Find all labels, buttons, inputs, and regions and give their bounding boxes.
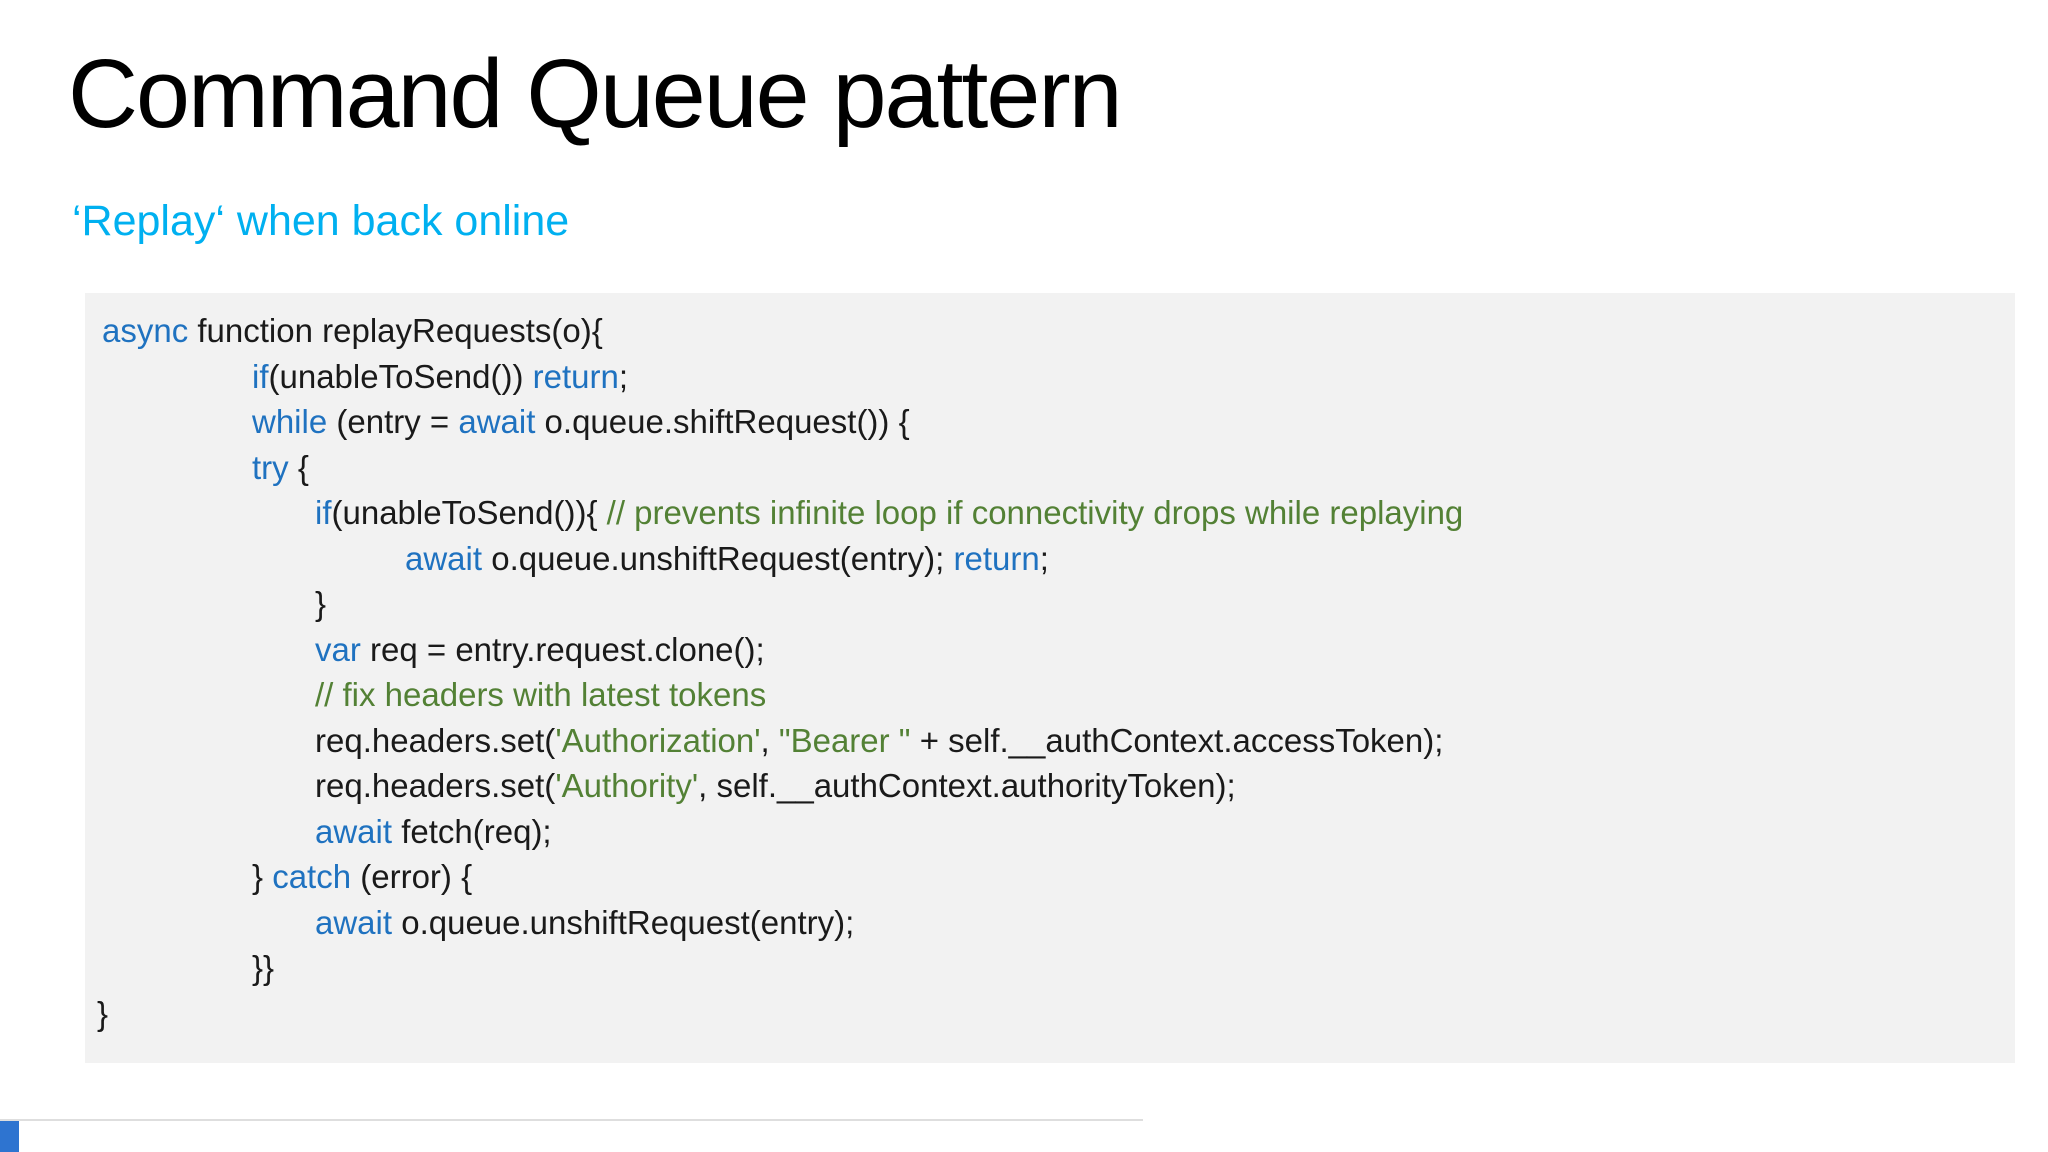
code-line: // fix headers with latest tokens	[85, 672, 2015, 718]
code-token-pl: req = entry.request.clone();	[360, 630, 765, 668]
code-token-kw: await	[405, 539, 483, 577]
code-token-kw: catch	[272, 858, 352, 895]
code-token-cm: // fix headers with latest tokens	[315, 676, 767, 713]
code-token-pl: function replayRequests(o){	[188, 312, 603, 349]
code-token-pl: req.headers.set(	[315, 721, 556, 759]
code-token-cm: // prevents infinite loop if connectivit…	[606, 494, 1464, 531]
slide-title: Command Queue pattern	[68, 39, 1123, 148]
code-token-str: 'Authorization'	[555, 721, 761, 759]
code-token-kw: if	[315, 494, 332, 531]
code-token-kw: return	[953, 539, 1040, 577]
code-token-kw: await	[458, 403, 536, 440]
code-line: while (entry = await o.queue.shiftReques…	[85, 399, 2015, 445]
code-line: try {	[85, 445, 2015, 491]
footer-divider-line	[0, 1119, 1143, 1121]
code-token-pl: o.queue.unshiftRequest(entry);	[482, 539, 954, 577]
code-token-str: "Bearer "	[778, 721, 911, 759]
code-token-pl: ,	[760, 721, 779, 759]
code-token-kw: async	[102, 312, 189, 349]
slide-subtitle: ‘Replay‘ when back online	[72, 197, 570, 245]
code-token-pl: }	[97, 994, 109, 1032]
code-line: if(unableToSend()) return;	[85, 354, 2015, 400]
code-line: var req = entry.request.clone();	[85, 627, 2015, 673]
code-token-pl: ;	[1039, 539, 1049, 577]
code-token-kw: await	[315, 812, 393, 850]
code-line: }	[85, 991, 2015, 1037]
code-token-kw: return	[532, 357, 619, 395]
code-token-kw: await	[315, 903, 393, 941]
code-token-pl: fetch(req);	[392, 812, 552, 850]
code-token-pl: , self.__authContext.authorityToken);	[698, 767, 1236, 804]
code-line: }}	[85, 945, 2015, 991]
code-token-pl: o.queue.unshiftRequest(entry);	[392, 903, 855, 941]
code-line: if(unableToSend()){ // prevents infinite…	[85, 490, 2015, 536]
code-line: req.headers.set('Authority', self.__auth…	[85, 763, 2015, 809]
code-token-pl: }	[252, 858, 273, 895]
code-token-pl: + self.__authContext.accessToken);	[910, 721, 1444, 759]
code-token-pl: req.headers.set(	[315, 767, 556, 804]
code-token-pl: }}	[252, 949, 275, 986]
code-token-pl: (unableToSend())	[268, 357, 533, 395]
code-token-pl: o.queue.shiftRequest()) {	[535, 403, 910, 440]
code-token-pl: (unableToSend()){	[331, 494, 607, 531]
code-token-kw: var	[315, 630, 361, 668]
code-line: req.headers.set('Authorization', "Bearer…	[85, 718, 2015, 764]
code-line: await fetch(req);	[85, 809, 2015, 855]
code-token-pl: {	[288, 448, 309, 486]
code-token-pl: (error) {	[351, 858, 473, 895]
code-line: async function replayRequests(o){	[85, 308, 2015, 354]
code-token-pl: (entry =	[327, 403, 459, 440]
code-token-str: 'Authority'	[555, 767, 699, 804]
code-token-kw: while	[252, 403, 328, 440]
code-line: await o.queue.unshiftRequest(entry); ret…	[85, 536, 2015, 582]
code-token-pl: }	[315, 585, 327, 622]
code-token-pl: ;	[618, 357, 629, 395]
footer-accent-bar	[0, 1121, 19, 1152]
code-token-kw: try	[252, 448, 289, 486]
code-line: } catch (error) {	[85, 854, 2015, 900]
code-token-kw: if	[252, 357, 269, 395]
code-line: }	[85, 581, 2015, 627]
code-block: async function replayRequests(o){if(unab…	[85, 293, 2015, 1063]
code-line: await o.queue.unshiftRequest(entry);	[85, 900, 2015, 946]
